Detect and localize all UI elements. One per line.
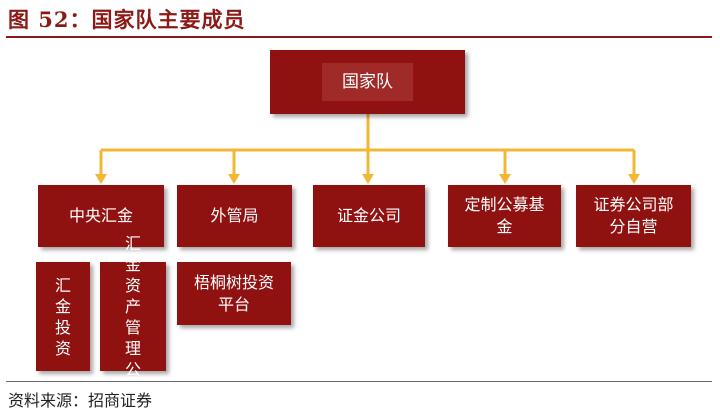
node-broker-proprietary-label: 证券公司部分自营 <box>593 195 674 236</box>
arrow-head-huijin <box>95 174 107 184</box>
node-central-huijin-label: 中央汇金 <box>68 206 133 225</box>
node-custom-fund-label: 定制公募基金 <box>464 195 545 236</box>
figure-title: 图 52：国家队主要成员 <box>8 7 246 32</box>
node-huijin-investment-label: 汇金投资 <box>54 275 71 358</box>
node-safe: 外管局 <box>177 185 292 247</box>
title-divider <box>6 36 712 38</box>
node-huijin-investment: 汇金投资 <box>36 262 90 371</box>
node-root-label: 国家队 <box>342 72 393 92</box>
node-wutong-platform: 梧桐树投资平台 <box>177 262 291 325</box>
node-safe-label: 外管局 <box>210 206 259 225</box>
node-csf: 证金公司 <box>313 185 425 247</box>
arrow-head-fund <box>499 174 511 184</box>
arrow-head-csf <box>362 174 374 184</box>
source-divider <box>6 381 712 382</box>
node-root: 国家队 <box>270 50 465 114</box>
node-csf-label: 证金公司 <box>336 206 401 225</box>
node-wutong-platform-label: 梧桐树投资平台 <box>193 272 274 314</box>
node-central-huijin: 中央汇金 <box>38 185 164 247</box>
source-note: 资料来源：招商证券 <box>8 391 153 410</box>
arrow-head-safe <box>228 174 240 184</box>
node-custom-fund: 定制公募基金 <box>448 185 561 247</box>
node-huijin-asset-mgmt: 汇金资产管理公司 <box>100 234 166 400</box>
node-broker-proprietary: 证券公司部分自营 <box>576 185 691 247</box>
arrow-head-broker <box>628 174 640 184</box>
node-root-label-panel: 国家队 <box>322 63 413 101</box>
node-huijin-asset-mgmt-label: 汇金资产管理公司 <box>124 233 141 400</box>
